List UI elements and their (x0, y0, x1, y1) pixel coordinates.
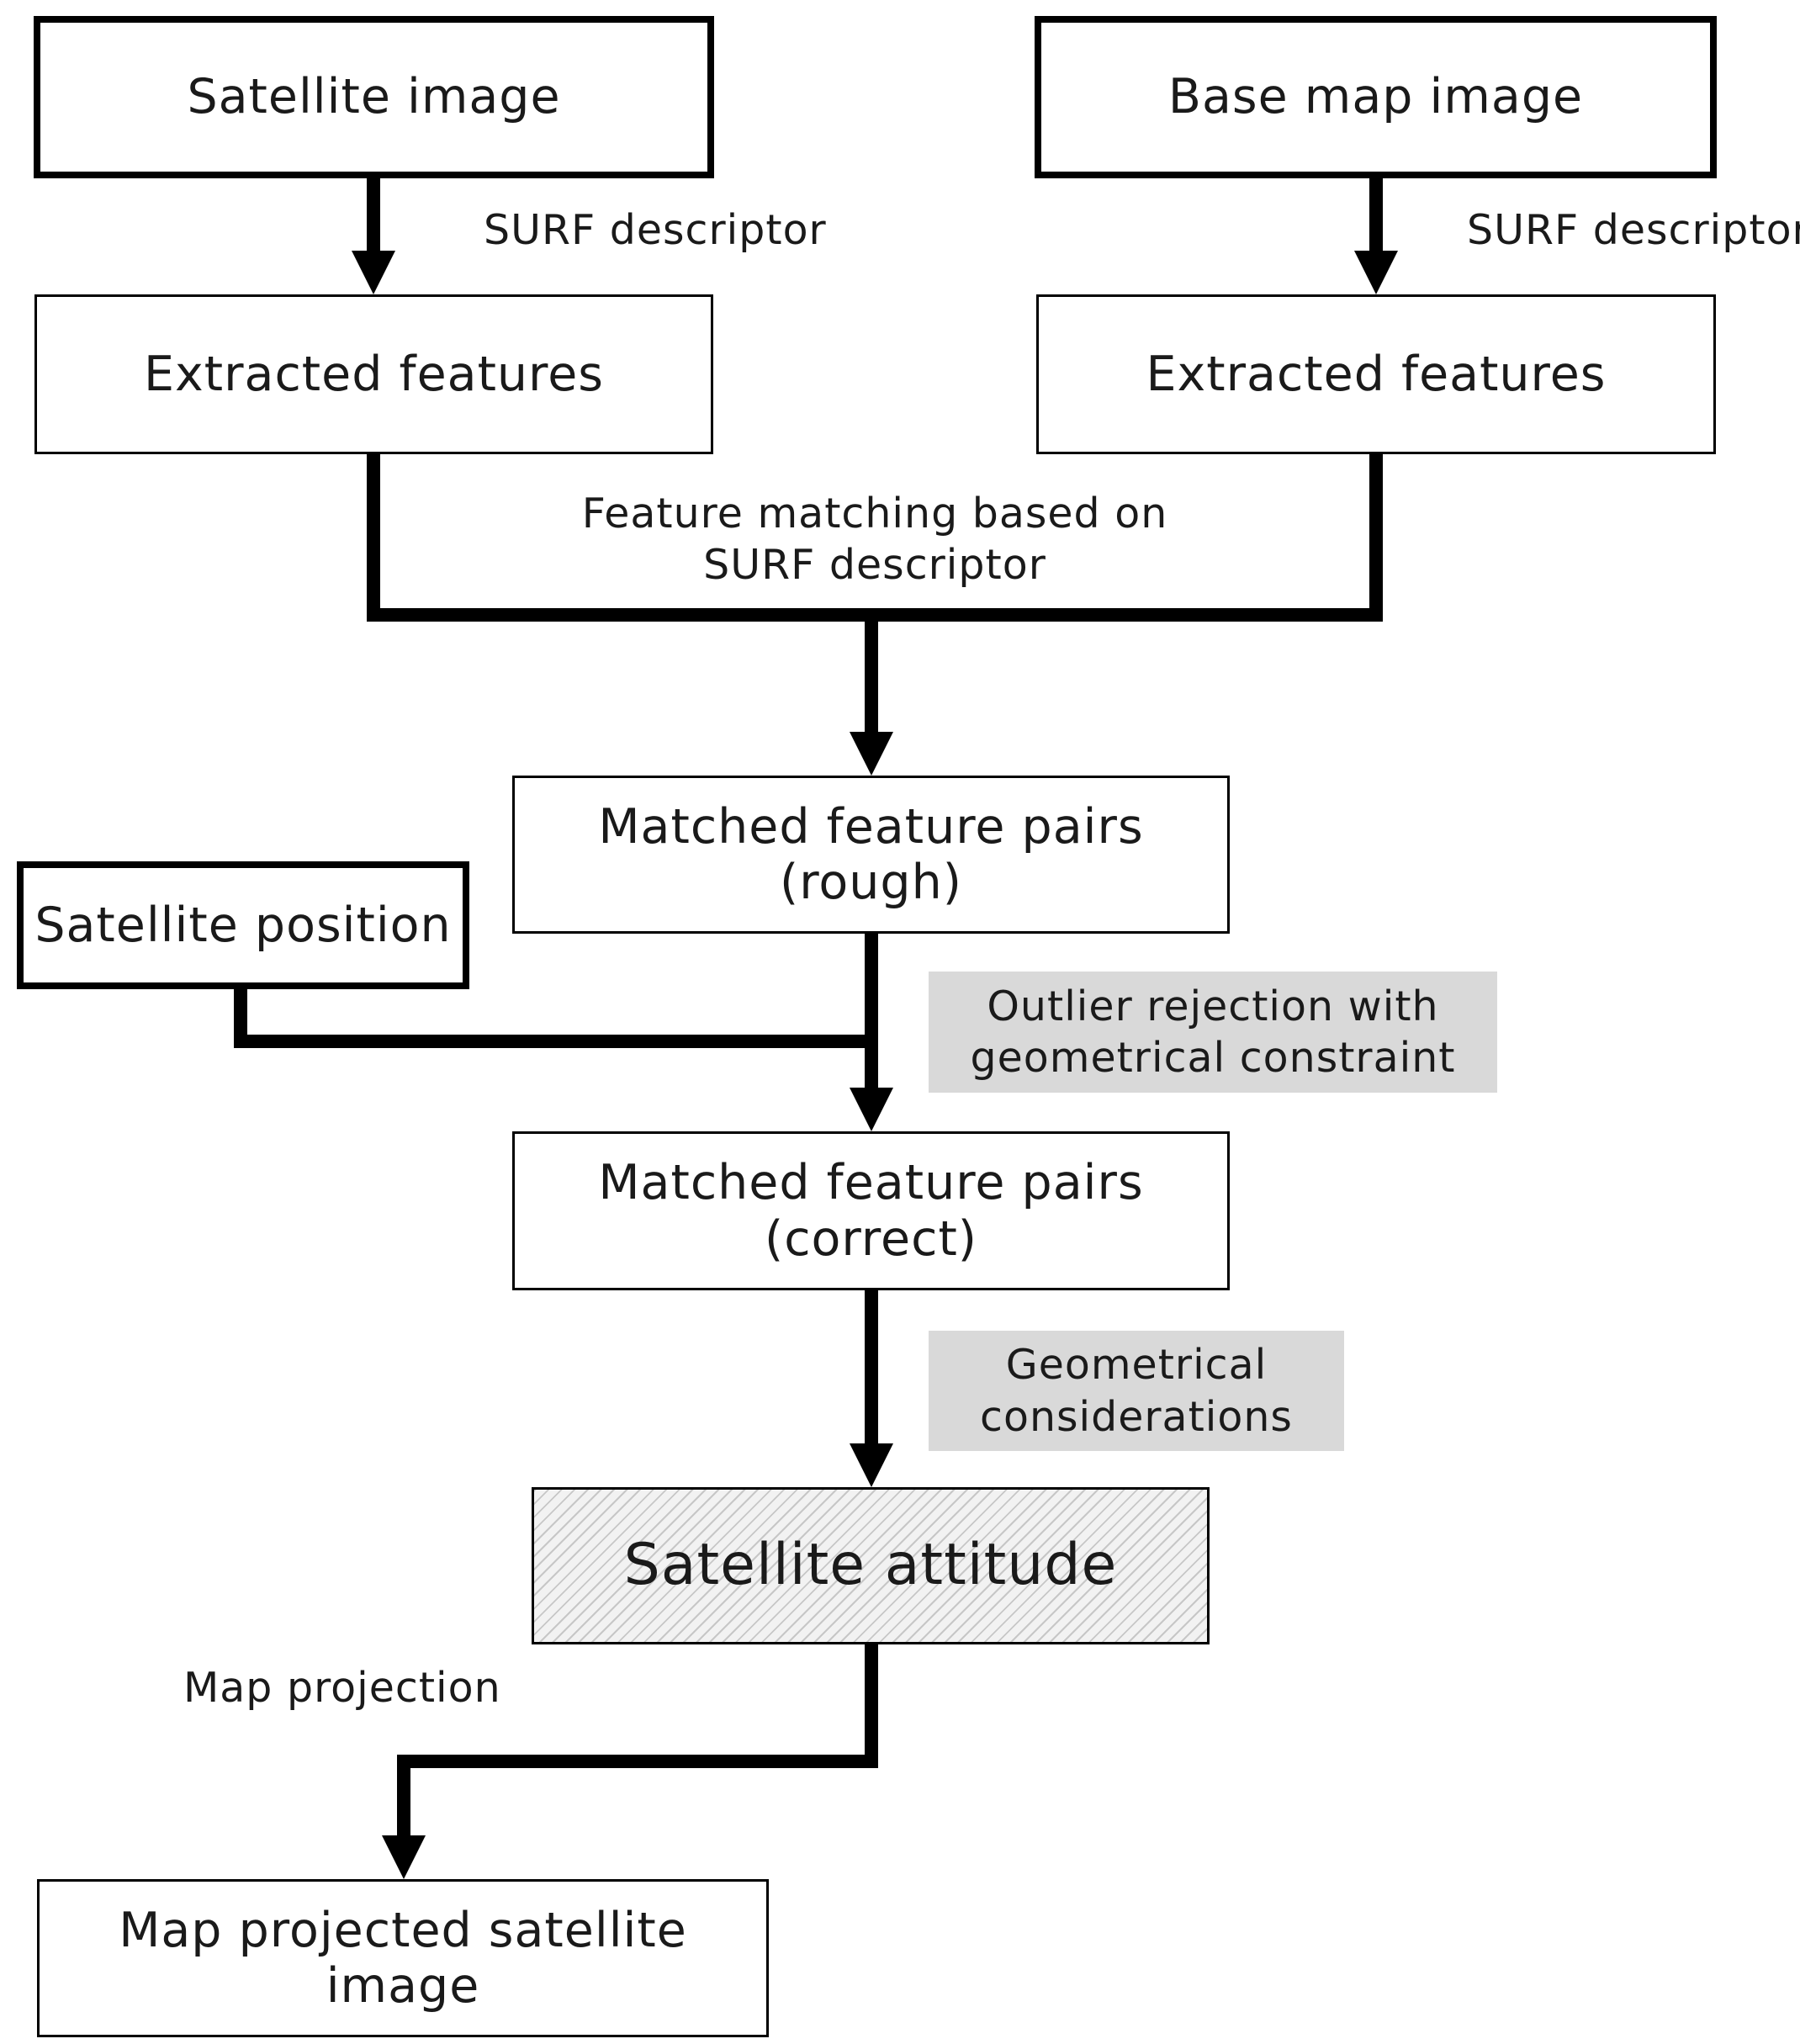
node-extracted-features-right-label: Extracted features (1146, 346, 1607, 402)
edge-label-feature-matching: Feature matching based on SURF descripto… (538, 488, 1211, 591)
connector-satellite-position-join (234, 989, 871, 1048)
node-matched-correct-line2: (correct) (764, 1210, 978, 1267)
arrowhead-satellite-features (352, 251, 395, 294)
connector-attitude-to-map-projected (397, 1644, 878, 1837)
node-matched-correct-line1: Matched feature pairs (598, 1155, 1144, 1211)
node-satellite-image-label: Satellite image (187, 69, 561, 125)
edge-label-map-projection: Map projection (183, 1664, 501, 1712)
node-base-map-image-label: Base map image (1167, 69, 1584, 125)
node-matched-correct: Matched feature pairs (correct) (512, 1131, 1230, 1290)
node-matched-rough-line1: Matched feature pairs (598, 798, 1144, 855)
annotation-geometrical-considerations: Geometrical considerations (929, 1331, 1344, 1451)
arrowhead-correct (850, 1088, 893, 1131)
node-matched-rough: Matched feature pairs (rough) (512, 776, 1230, 934)
node-map-projected-image: Map projected satellite image (37, 1879, 769, 2037)
node-satellite-position-label: Satellite position (34, 897, 452, 953)
annotation-geometrical-considerations-line1: Geometrical (1005, 1341, 1268, 1390)
annotation-outlier-rejection: Outlier rejection with geometrical const… (929, 972, 1497, 1093)
node-matched-rough-line2: (rough) (780, 855, 962, 910)
edge-label-feature-matching-line1: Feature matching based on (581, 490, 1168, 537)
edge-label-feature-matching-line2: SURF descriptor (703, 541, 1046, 590)
arrowhead-base-map-features (1354, 251, 1398, 294)
arrowhead-map-projected (382, 1835, 426, 1879)
node-satellite-attitude: Satellite attitude (532, 1487, 1210, 1644)
arrowhead-attitude (850, 1443, 893, 1487)
annotation-geometrical-considerations-line2: considerations (980, 1392, 1293, 1441)
node-extracted-features-left: Extracted features (34, 294, 713, 454)
annotation-outlier-rejection-line2: geometrical constraint (970, 1034, 1456, 1082)
node-satellite-attitude-label: Satellite attitude (623, 1532, 1118, 1599)
annotation-outlier-rejection-line1: Outlier rejection with (987, 982, 1439, 1030)
node-extracted-features-left-label: Extracted features (143, 346, 604, 402)
edge-label-surf-left: SURF descriptor (484, 206, 827, 254)
node-satellite-image: Satellite image (34, 16, 714, 178)
node-map-projected-image-label: Map projected satellite image (119, 1902, 687, 2014)
edge-label-surf-right: SURF descriptor (1467, 206, 1800, 254)
node-satellite-position: Satellite position (17, 861, 469, 989)
node-base-map-image: Base map image (1035, 16, 1717, 178)
arrowhead-rough (850, 732, 893, 776)
node-extracted-features-right: Extracted features (1036, 294, 1716, 454)
